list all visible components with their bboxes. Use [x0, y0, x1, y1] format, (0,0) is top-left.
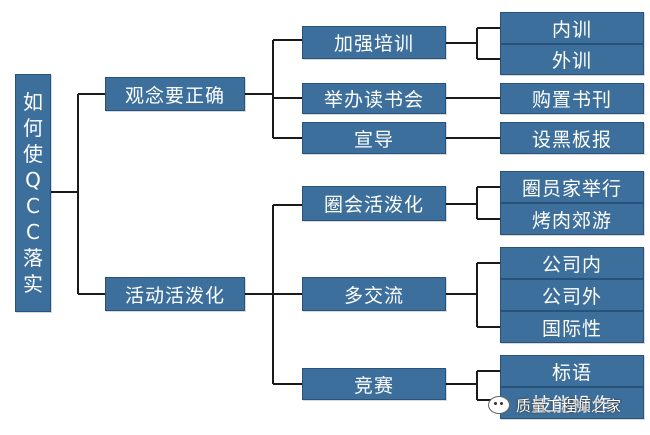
watermark: 质量工程师之家	[488, 394, 621, 416]
node-competition: 竞赛	[302, 368, 446, 400]
root-char: 何	[23, 116, 43, 140]
root-char: C	[26, 194, 40, 218]
node-reading-club: 举办读书会	[302, 83, 446, 114]
node-circle-member-home: 圈员家举行	[500, 171, 644, 203]
root-char: 实	[23, 272, 43, 296]
node-in-company: 公司内	[500, 247, 644, 279]
node-promote: 宣导	[302, 122, 446, 154]
root-node: 如 何 使 Q C C 落 实	[15, 74, 51, 312]
root-char: 落	[23, 246, 43, 270]
node-international: 国际性	[500, 311, 644, 343]
node-training: 加强培训	[302, 26, 446, 59]
node-exchange: 多交流	[302, 277, 446, 311]
root-char: 使	[23, 142, 43, 166]
node-out-company: 公司外	[500, 279, 644, 311]
watermark-text: 质量工程师之家	[516, 396, 622, 415]
node-bbq-outing: 烤肉郊游	[500, 203, 644, 235]
node-buy-books: 购置书刊	[500, 83, 644, 114]
root-char: Q	[25, 168, 41, 192]
root-char: C	[26, 220, 40, 244]
node-internal-training: 内训	[500, 12, 644, 44]
node-activity: 活动活泼化	[105, 277, 245, 311]
node-skill-contest: 技能操作	[500, 387, 644, 419]
node-blackboard: 设黑板报	[500, 122, 644, 154]
node-external-training: 外训	[500, 44, 644, 75]
node-concept: 观念要正确	[105, 77, 245, 111]
wechat-icon	[488, 396, 510, 414]
node-slogan: 标语	[500, 355, 644, 387]
root-char: 如	[23, 90, 43, 114]
node-circle-lively: 圈会活泼化	[302, 186, 446, 221]
